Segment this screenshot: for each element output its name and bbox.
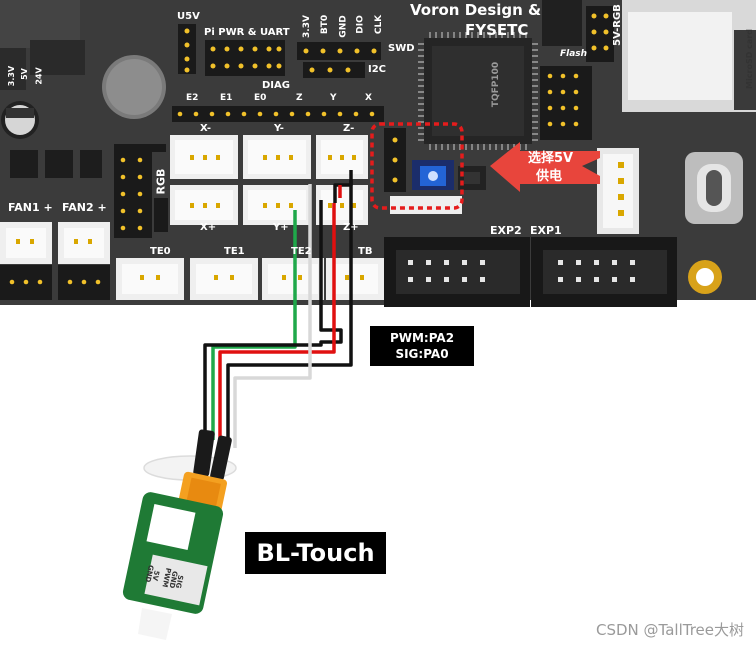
wire-green (211, 210, 297, 440)
bltouch-probe (122, 429, 237, 640)
diag-e1: E1 (220, 93, 233, 103)
voltage-3v3: 3.3V (7, 65, 17, 87)
swd-label: SWD (388, 43, 415, 54)
therm-te1: TE1 (224, 246, 245, 257)
callout-line1: 选择5V (528, 151, 574, 166)
brand-line2: FYSETC (465, 21, 529, 39)
rgb5v-label: 5V-RGB (611, 4, 623, 46)
watermark: CSDN @TallTree大树 (596, 621, 744, 639)
diag-y: Y (330, 93, 337, 103)
exp2-label: EXP2 (490, 224, 522, 237)
diag-z: Z (296, 93, 303, 103)
wire-black-2 (226, 180, 353, 448)
i2c-label: I2C (368, 64, 387, 75)
voltage-24v: 24V (34, 67, 44, 85)
swd-pin-gnd: GND (338, 15, 349, 38)
probe-title: BL-Touch (245, 532, 386, 574)
endstop-connectors (170, 135, 368, 225)
callout-line2: 供电 (536, 169, 563, 184)
brand-line1: Voron Design & (410, 1, 542, 19)
therm-te0: TE0 (150, 246, 171, 257)
swd-pin-bt0: BT0 (320, 14, 331, 35)
chip-label: TQFP100 (491, 61, 502, 108)
swd-pin-3v3: 3.3V (301, 15, 312, 38)
exp-connectors (384, 237, 677, 307)
callout-arrow (490, 142, 600, 192)
wire-red (218, 203, 336, 440)
endstop-x-plus: X+ (200, 222, 217, 233)
diag-e2: E2 (186, 93, 199, 103)
pin-sig: SIG:PA0 (395, 347, 449, 361)
fan2-label: FAN2 + (62, 201, 107, 214)
probe-wires (203, 170, 353, 448)
selection-box (370, 122, 464, 210)
pin-mapping-box: PWM:PA2 SIG:PA0 (370, 326, 474, 366)
endstop-y-plus: Y+ (273, 222, 289, 233)
pi-uart-label: Pi PWR & UART (204, 27, 290, 38)
rgb-label: RGB (154, 168, 168, 195)
fan-connectors (0, 222, 110, 300)
u5v-label: U5V (177, 11, 200, 22)
microsd-label: MicroSD card (744, 29, 754, 89)
exp1-label: EXP1 (530, 224, 562, 237)
flash-label: Flash (560, 49, 588, 59)
wire-white (233, 184, 312, 448)
diag-label: DIAG (262, 80, 290, 91)
swd-pin-clk: CLK (374, 14, 385, 35)
swd-pin-dio: DIO (355, 15, 366, 34)
wire-black-1 (203, 212, 343, 440)
therm-tb: TB (358, 246, 373, 257)
probe-pin-5v: 5V (150, 569, 161, 582)
endstop-z-minus: Z- (343, 123, 355, 134)
control-board (0, 0, 756, 307)
endstop-y-minus: Y- (274, 123, 284, 134)
probe-pin-sig: SIG (173, 574, 185, 589)
voltage-5v: 5V (19, 68, 29, 80)
endstop-x-minus: X- (200, 123, 212, 134)
diag-x: X (365, 93, 372, 103)
pin-pwm: PWM:PA2 (389, 331, 455, 345)
endstop-z-plus: Z+ (343, 222, 359, 233)
fan1-label: FAN1 + (8, 201, 53, 214)
therm-te2: TE2 (291, 246, 312, 257)
diag-e0: E0 (254, 93, 267, 103)
